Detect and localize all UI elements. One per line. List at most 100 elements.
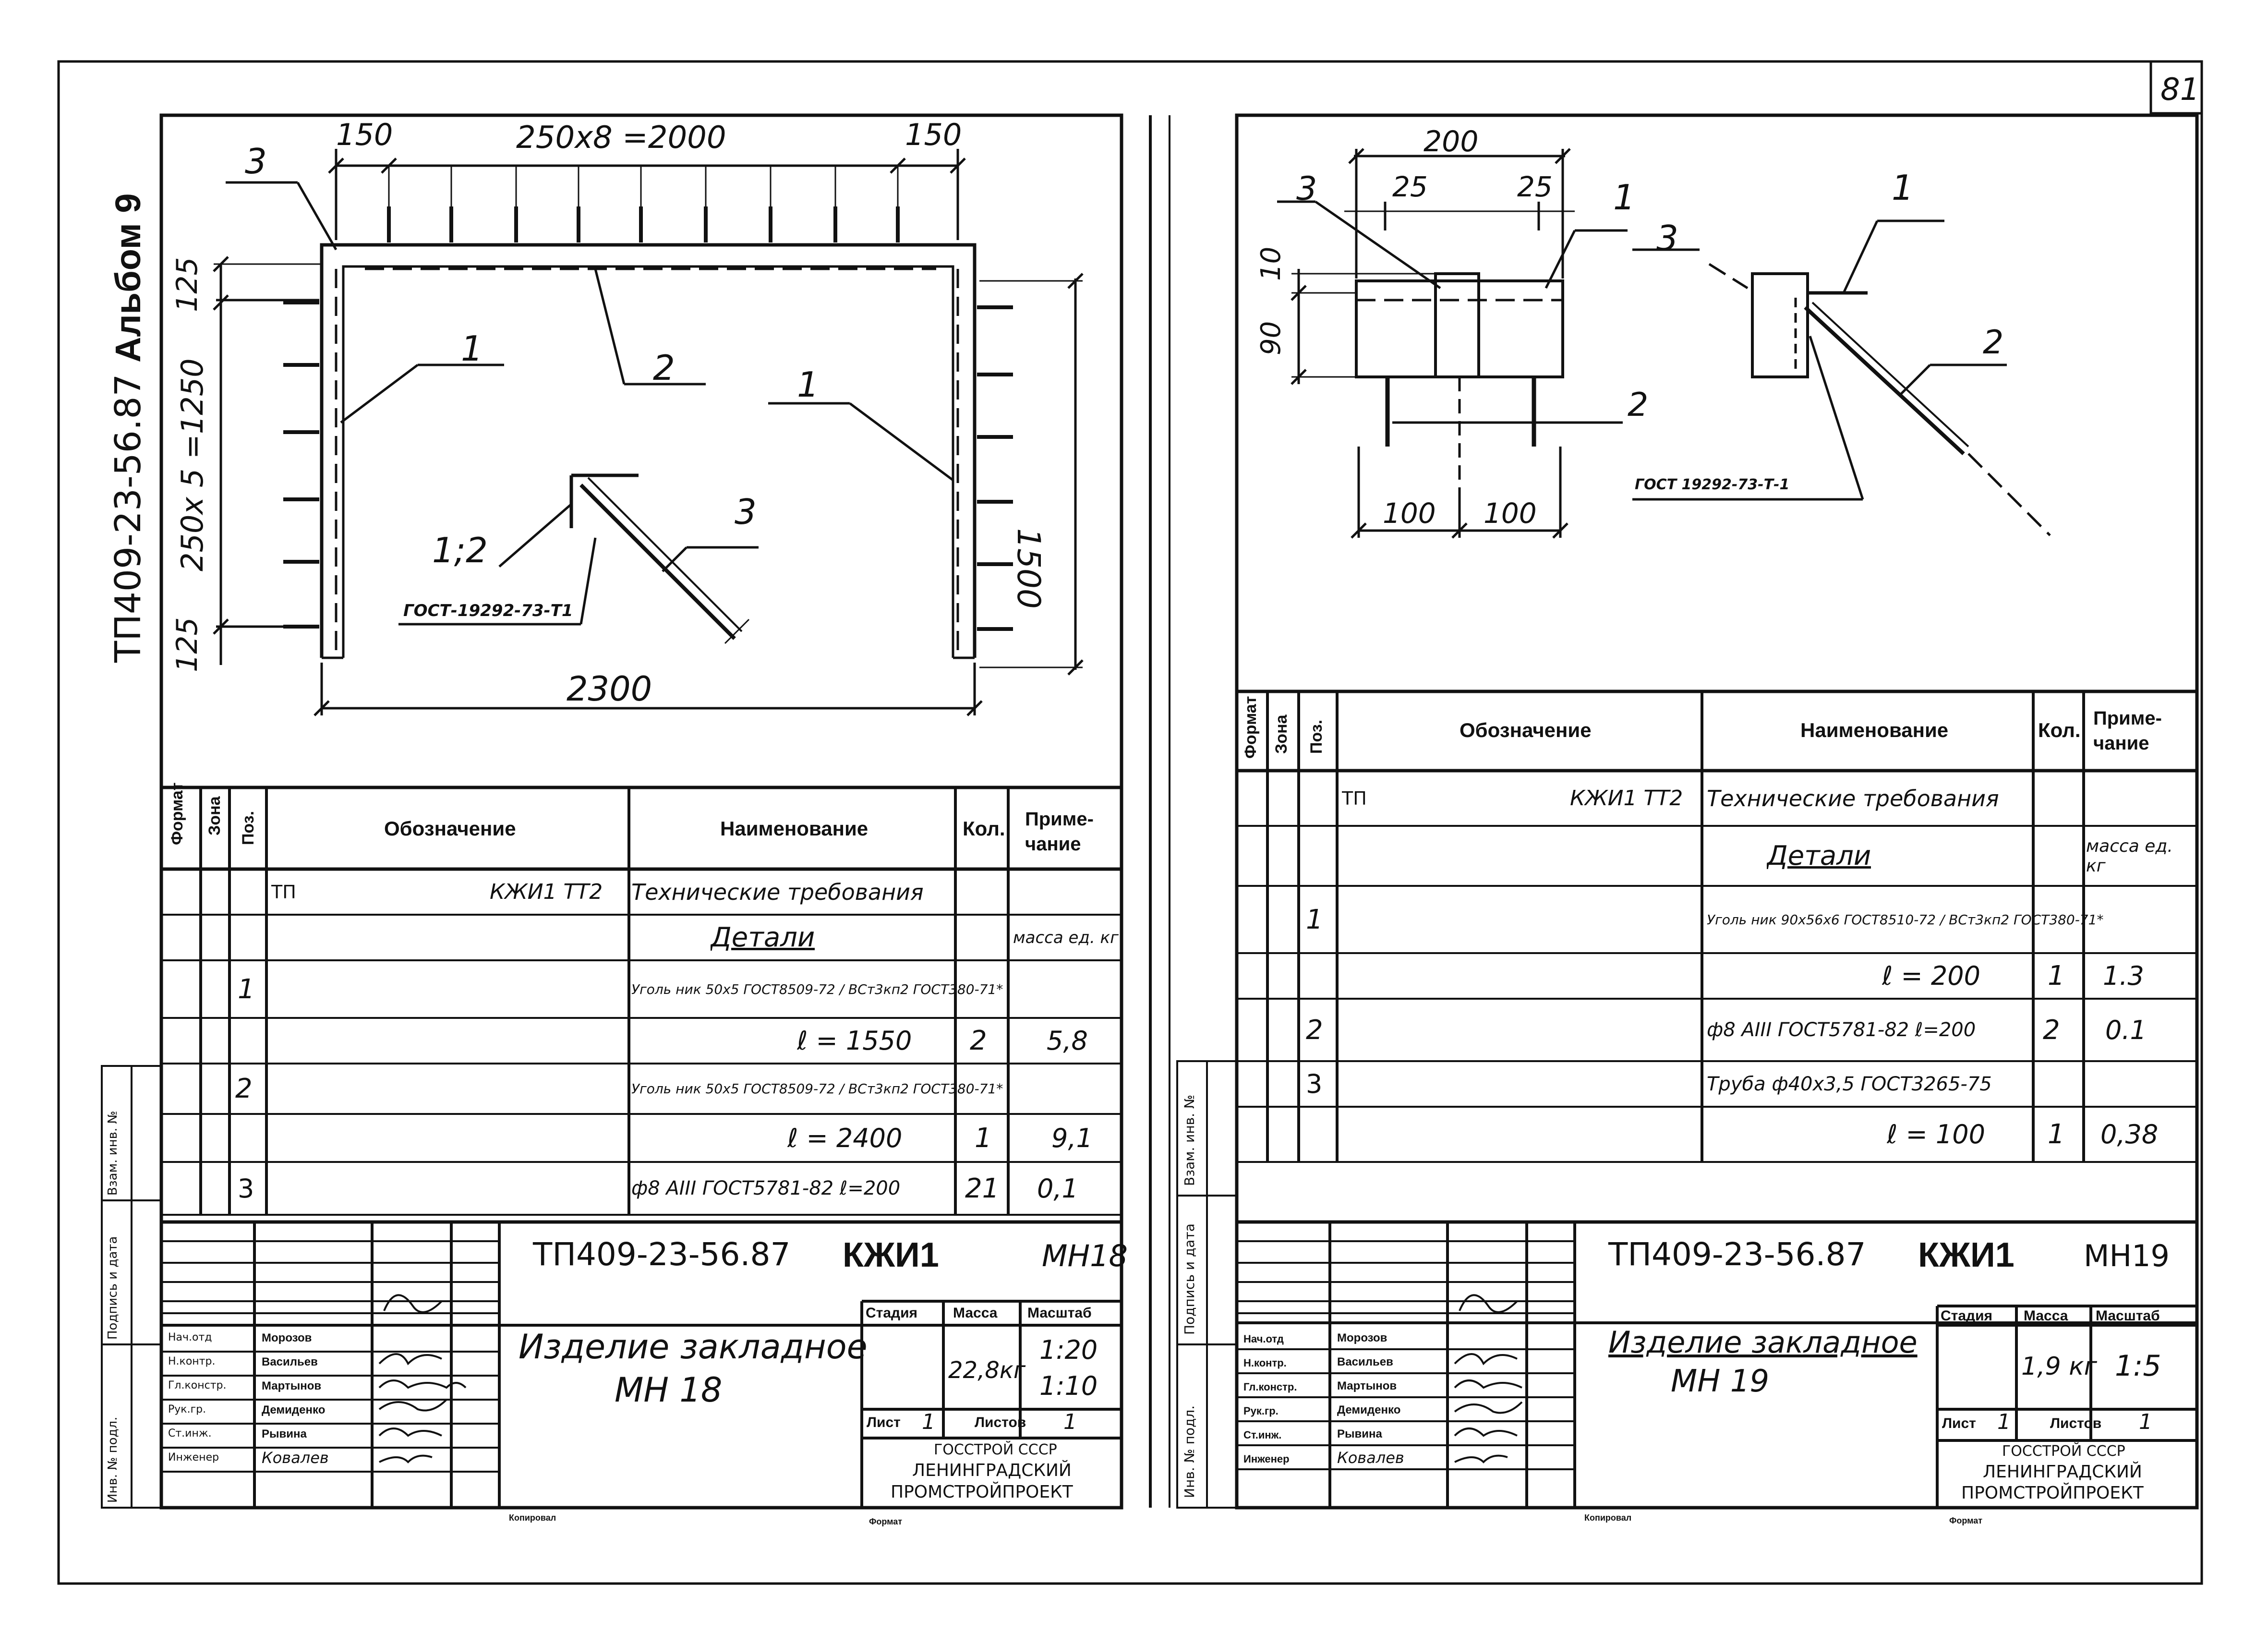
side-field-original: Инв. № подл. (106, 1416, 120, 1503)
product-title: Изделие закладное (519, 1327, 868, 1367)
table-cell-name: Детали (1767, 840, 1871, 871)
right-frame (1235, 113, 2199, 1510)
right-spec-grid (1237, 689, 2197, 1163)
table-cell-name: ℓ = 200 (1882, 961, 1980, 991)
callout-2-b: 2 (1983, 324, 2004, 362)
callout-1-left: 1 (461, 328, 483, 369)
hdr-designation: Обозначение (1460, 719, 1592, 741)
dim-top-mid: 250х8 =2000 (516, 120, 726, 156)
callout-2-a: 2 (1628, 386, 1649, 424)
title-series: КЖИ1 (843, 1236, 939, 1274)
sheet-number: 1 (1997, 1410, 2011, 1434)
person-name: Мартынов (262, 1379, 322, 1392)
table-cell-designation: КЖИ1 ТТ2 (490, 880, 603, 904)
gost-weld-note: ГОСТ-19292-73-Т1 (403, 601, 573, 620)
table-cell-name: Технические требования (1707, 785, 1999, 811)
table-cell-designation: ТП (271, 881, 296, 903)
table-cell-note: 9,1 (1051, 1123, 1093, 1153)
table-cell-name: ℓ = 1550 (797, 1026, 912, 1056)
mass-value: 1,9 кг (2021, 1352, 2097, 1381)
person-name: Морозов (262, 1331, 312, 1344)
scale-label: Масштаб (1027, 1305, 1092, 1321)
table-cell-note: 0.1 (2105, 1015, 2147, 1045)
dim-bottom-b: 100 (1484, 497, 1537, 530)
copied-label: Копировал (509, 1513, 556, 1523)
dim-height-b: 90 (1255, 321, 1287, 355)
table-cell-designation: ТП (1342, 787, 1367, 809)
dim-bottom-width: 2300 (567, 669, 652, 709)
table-cell-name: ф8 АIII ГОСТ5781-82 ℓ=200 (1707, 1019, 1976, 1041)
table-cell-name: ℓ = 100 (1887, 1119, 1985, 1149)
org-line-1: ГОССТРОЙ СССР (934, 1441, 1057, 1458)
album-code-label: ТП409-23-56.87 Альбом 9 (108, 193, 149, 663)
callout-detail-ref: 1;2 (432, 530, 488, 570)
hdr-pos: Поз. (239, 810, 257, 845)
table-cell-note: 0,38 (2100, 1119, 2159, 1149)
table-cell-qty: 1 (975, 1122, 992, 1154)
mass-label: Масса (953, 1305, 998, 1321)
dim-gap-a: 25 (1392, 170, 1428, 203)
person-name: Морозов (1337, 1331, 1387, 1344)
role-label: Рук.гр. (1243, 1405, 1279, 1417)
person-name: Демиденко (262, 1403, 326, 1416)
table-cell-name: Детали (711, 922, 815, 953)
role-label: Ст.инж. (1243, 1429, 1282, 1441)
org-line-2: ЛЕНИНГРАДСКИЙ (1983, 1462, 2142, 1482)
dim-left-mid: 250х 5 =1250 (175, 358, 210, 571)
callout-3-top: 3 (245, 141, 267, 181)
table-cell-note: 0,1 (1037, 1173, 1078, 1204)
role-label: Нач.отд (168, 1331, 212, 1343)
format-label: Формат (1949, 1516, 1983, 1525)
hdr-qty: Кол. (2038, 719, 2081, 741)
table-cell-designation: КЖИ1 ТТ2 (1570, 786, 1683, 810)
signatures (378, 1294, 1523, 1464)
org-line-1: ГОССТРОЙ СССР (2002, 1443, 2125, 1460)
dim-left-bot: 125 (170, 617, 204, 672)
right-side-strip (1176, 1060, 1238, 1509)
sheets-label: Листов (975, 1415, 1026, 1430)
role-label: Гл.констр. (168, 1379, 227, 1391)
dim-right-height: 1500 (1010, 528, 1047, 609)
table-cell-qty: 2 (970, 1025, 987, 1056)
mass-label: Масса (2024, 1308, 2068, 1324)
person-name: Мартынов (1337, 1379, 1397, 1392)
hdr-format: Формат (168, 782, 186, 845)
album-number: Альбом 9 (108, 193, 148, 363)
table-cell-note: масса ед. кг (1013, 928, 1119, 947)
dim-top-end-a: 150 (336, 117, 393, 152)
table-cell-pos: 3 (238, 1173, 254, 1204)
side-field-replaced: Взам. инв. № (1182, 1094, 1197, 1186)
right-title-block-grid (1237, 1220, 2197, 1508)
role-label: Ст.инж. (168, 1427, 212, 1439)
left-spec-grid (161, 786, 1122, 1216)
mass-value: 22,8кг (948, 1357, 1026, 1384)
dim-height-a: 10 (1255, 246, 1287, 281)
table-cell-note: 5,8 (1047, 1026, 1088, 1056)
sheet-label: Лист (867, 1415, 901, 1430)
sheet-number: 1 (922, 1410, 935, 1434)
product-mark: МН 18 (615, 1370, 723, 1410)
left-title-block-grid (161, 1220, 1122, 1508)
sheet-border (57, 60, 2203, 1585)
callout-1-a: 1 (1613, 177, 1635, 218)
hdr-zone: Зона (1272, 714, 1291, 754)
left-side-strip (101, 1065, 162, 1509)
hdr-name: Наименование (1800, 719, 1949, 741)
side-field-replaced: Взам. инв. № (106, 1111, 120, 1196)
scale-value-a: 1:5 (2115, 1349, 2161, 1383)
side-field-original: Инв. № подл. (1182, 1405, 1197, 1498)
sheets-count: 1 (1063, 1410, 1077, 1434)
copied-label: Копировал (1584, 1513, 1632, 1523)
product-title: Изделие закладное (1608, 1325, 1918, 1360)
scale-value-b: 1:10 (1039, 1371, 1098, 1401)
format-label: Формат (869, 1517, 903, 1526)
org-line-3: ПРОМСТРОЙПРОЕКТ (1961, 1483, 2144, 1503)
table-cell-note: масса ед. кг (2086, 836, 2173, 876)
role-label: Н.контр. (1243, 1357, 1287, 1369)
title-sheet-id: МН19 (2084, 1238, 2170, 1273)
callout-1-b: 1 (1892, 168, 1914, 208)
hdr-pos: Поз. (1307, 719, 1326, 754)
role-label: Инженер (168, 1451, 219, 1464)
table-cell-name: ℓ = 2400 (787, 1123, 903, 1153)
